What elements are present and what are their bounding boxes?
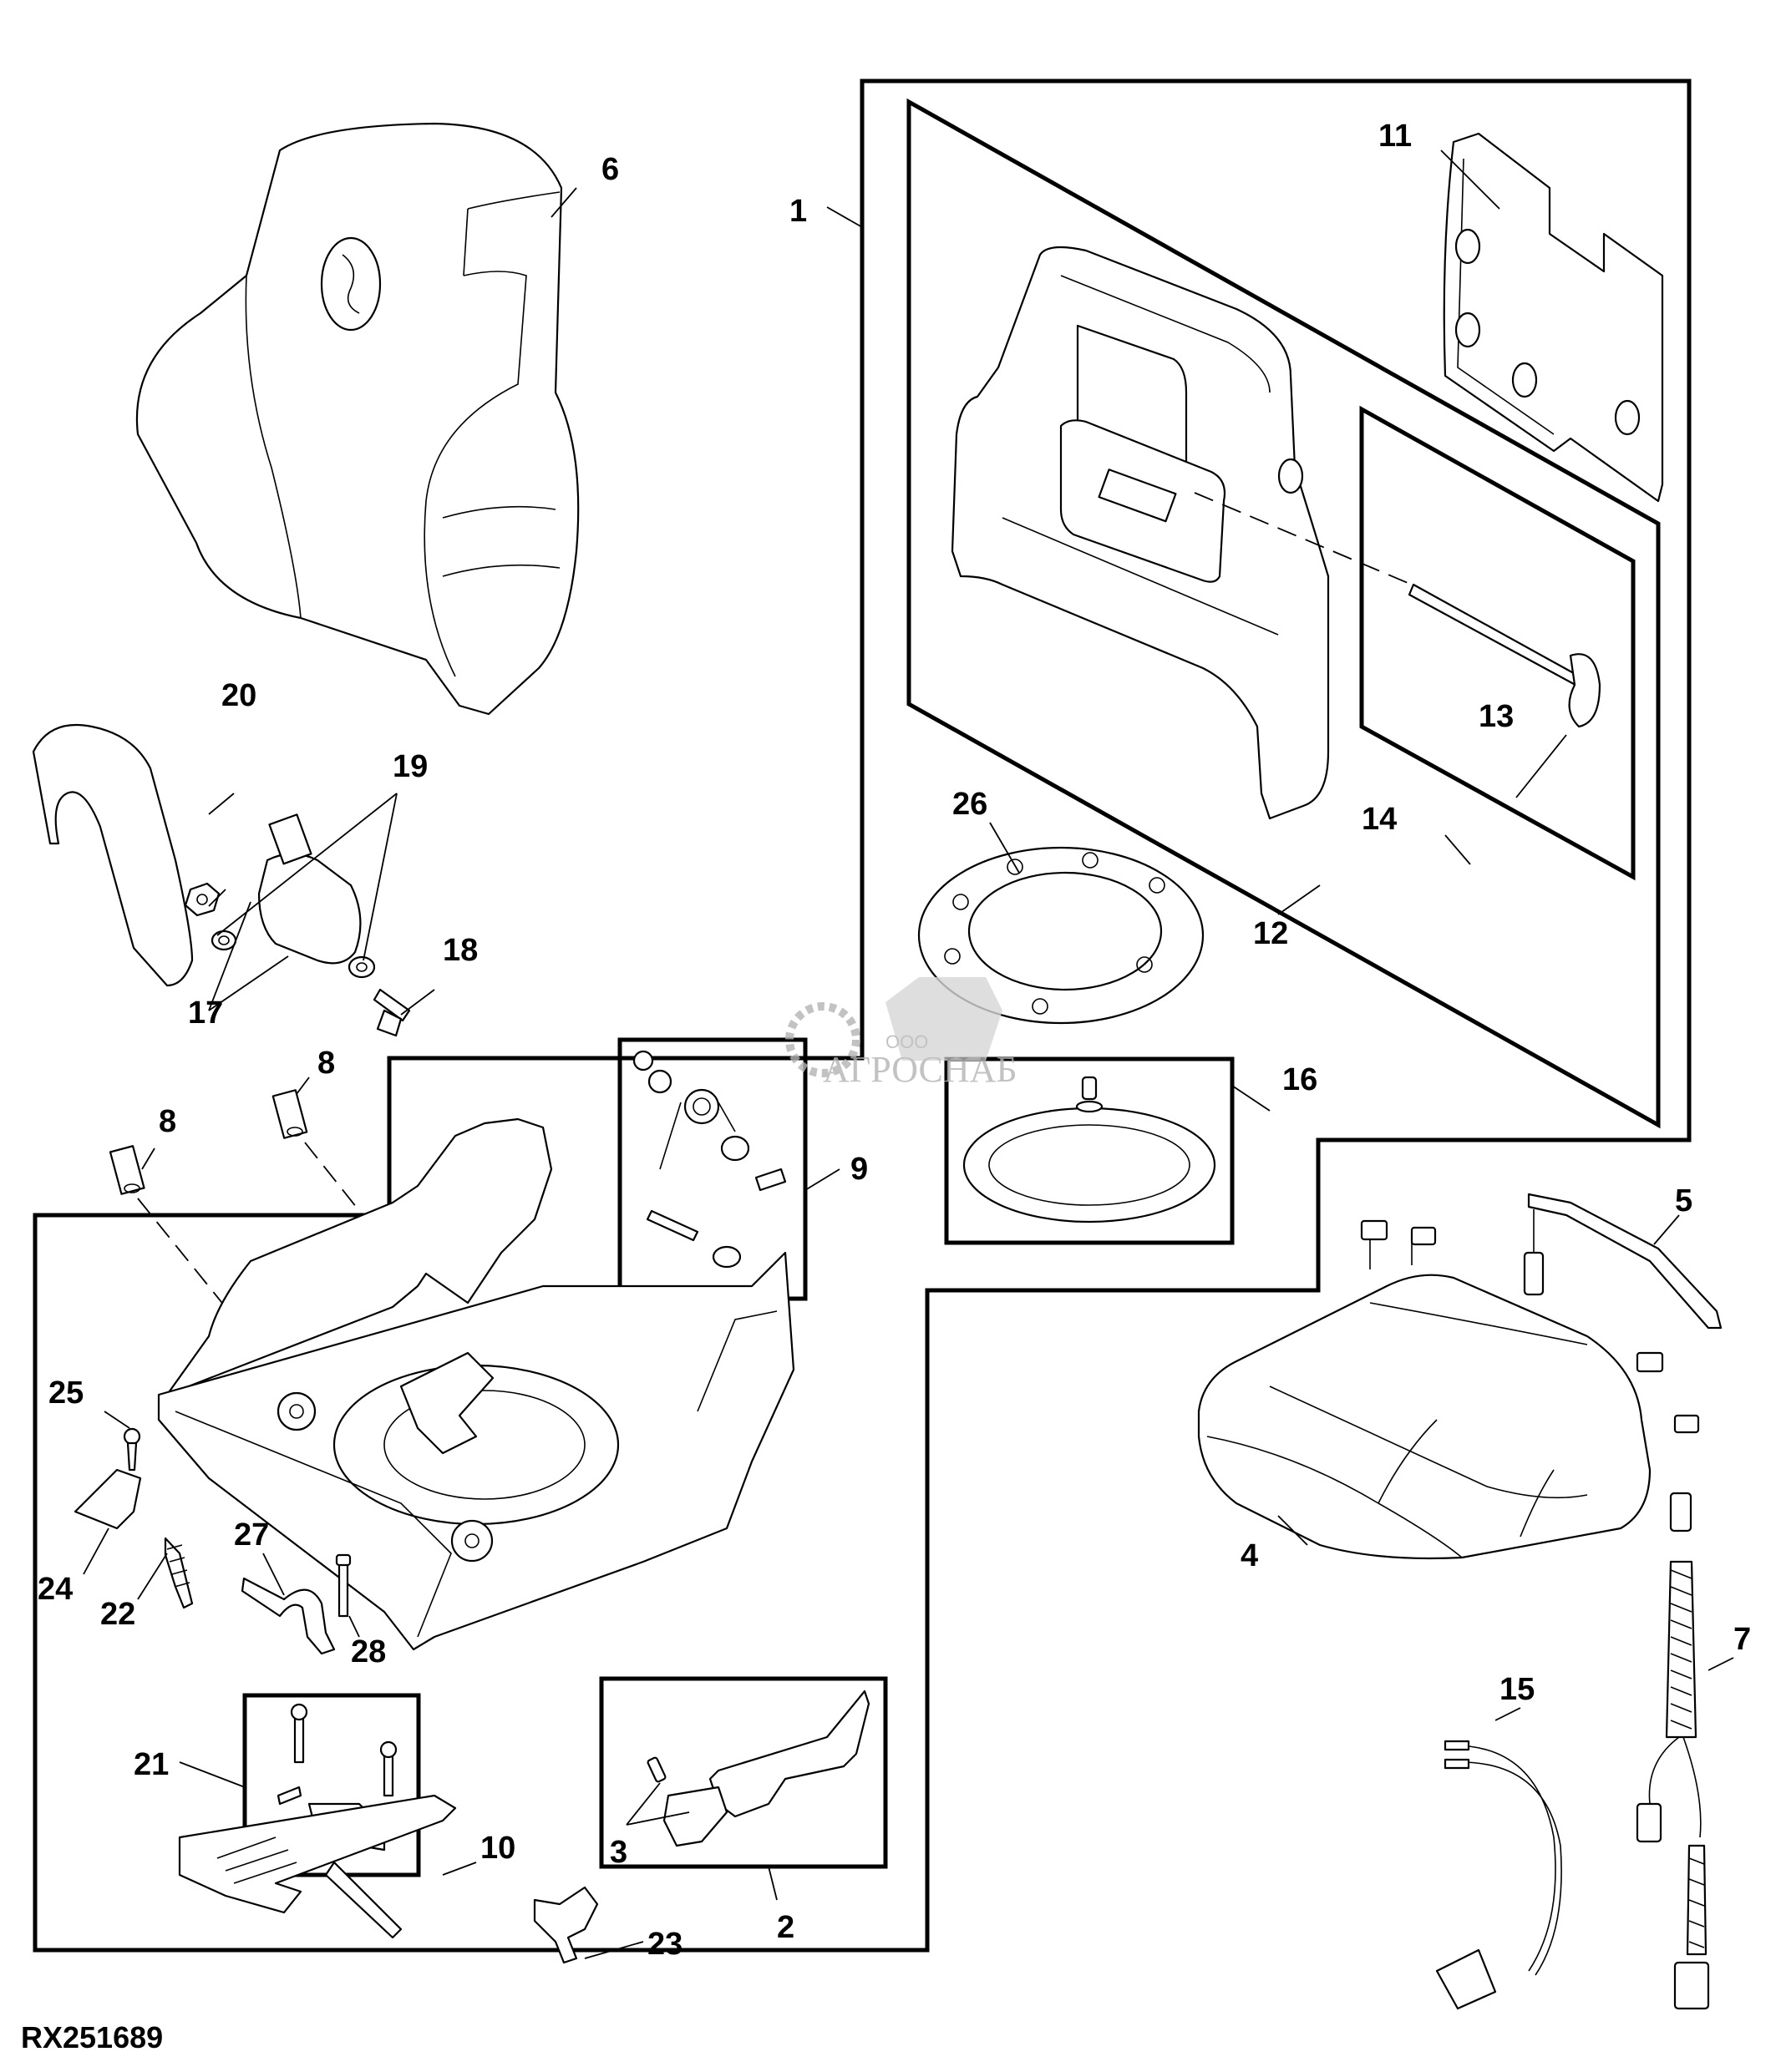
spring-22 [164, 1537, 194, 1609]
lever-handle-24 [74, 1468, 142, 1530]
spacer-8a [109, 1145, 145, 1195]
callout-5: 5 [1675, 1183, 1692, 1218]
lever-kit-2 [647, 1690, 870, 1847]
watermark-prefix: ООО [885, 1031, 928, 1052]
figure-id: RX251689 [21, 2020, 163, 2054]
swivel-plate-26 [917, 846, 1205, 1025]
callout-15: 15 [1499, 1672, 1535, 1707]
wing-knob-23 [533, 1886, 599, 1964]
callout-28: 28 [351, 1634, 386, 1669]
callout-18: 18 [443, 933, 478, 968]
callout-8a: 8 [159, 1104, 176, 1139]
wiring-harness-7 [1636, 1492, 1710, 2010]
spring-kit-9 [632, 1050, 787, 1269]
callout-27: 27 [234, 1517, 269, 1553]
callout-17: 17 [188, 995, 223, 1031]
callout-23: 23 [647, 1927, 682, 1962]
bearing-kit-box-16 [944, 1056, 1235, 1245]
harness-strap-5 [1523, 1193, 1723, 1330]
adjustment-rod-13 [1194, 492, 1601, 728]
backrest-cover-11 [1443, 132, 1664, 503]
assembly-frame-1 [33, 79, 1692, 1953]
screw-25 [123, 1427, 141, 1472]
bolt-18 [373, 988, 411, 1037]
callout-2: 2 [777, 1910, 794, 1945]
callout-9: 9 [850, 1152, 868, 1187]
bolt-28 [335, 1553, 352, 1618]
leader-lines [83, 149, 1734, 1959]
callout-8b: 8 [317, 1046, 335, 1081]
callout-6: 6 [601, 152, 619, 187]
adjustment-lever-10 [178, 1794, 457, 1939]
bearing-ring-16 [962, 1076, 1216, 1223]
backrest-cushion-6 [135, 122, 580, 716]
callout-19: 19 [393, 749, 428, 784]
callout-25: 25 [48, 1375, 84, 1411]
callout-1: 1 [789, 194, 807, 229]
watermark: ООО АГРОСНАБ [785, 977, 1017, 1090]
washer-19a [211, 930, 237, 951]
backrest-frame-box-12 [906, 98, 1661, 1129]
callout-24: 24 [38, 1572, 73, 1607]
bracket-27 [241, 1577, 336, 1655]
callout-20: 20 [221, 678, 256, 713]
callout-13: 13 [1479, 699, 1514, 734]
washer-19b [348, 955, 376, 979]
lever-kit-box-2 [599, 1676, 888, 1869]
callout-12: 12 [1253, 916, 1288, 951]
callout-3: 3 [610, 1835, 627, 1870]
seat-cushion-4 [1197, 1219, 1700, 1560]
callout-4: 4 [1241, 1538, 1258, 1573]
callout-11: 11 [1378, 119, 1412, 154]
callout-16: 16 [1282, 1062, 1317, 1097]
rod-kit-box-14 [1359, 405, 1636, 881]
callout-10: 10 [480, 1831, 515, 1866]
callout-14: 14 [1362, 802, 1397, 837]
callout-7: 7 [1733, 1622, 1751, 1657]
nut-20 [184, 882, 221, 917]
callout-22: 22 [100, 1597, 135, 1632]
callout-26: 26 [952, 787, 987, 822]
spacer-8b [271, 1089, 308, 1139]
backrest-frame-12 [951, 246, 1330, 820]
watermark-company: АГРОСНАБ [823, 1049, 1017, 1090]
spacer-8b-axis [304, 1142, 393, 1254]
callout-21: 21 [134, 1747, 169, 1782]
jumper-harness-15 [1435, 1740, 1562, 2010]
seat-base-frame [157, 1117, 795, 1651]
seat-belt-17 [32, 723, 362, 987]
